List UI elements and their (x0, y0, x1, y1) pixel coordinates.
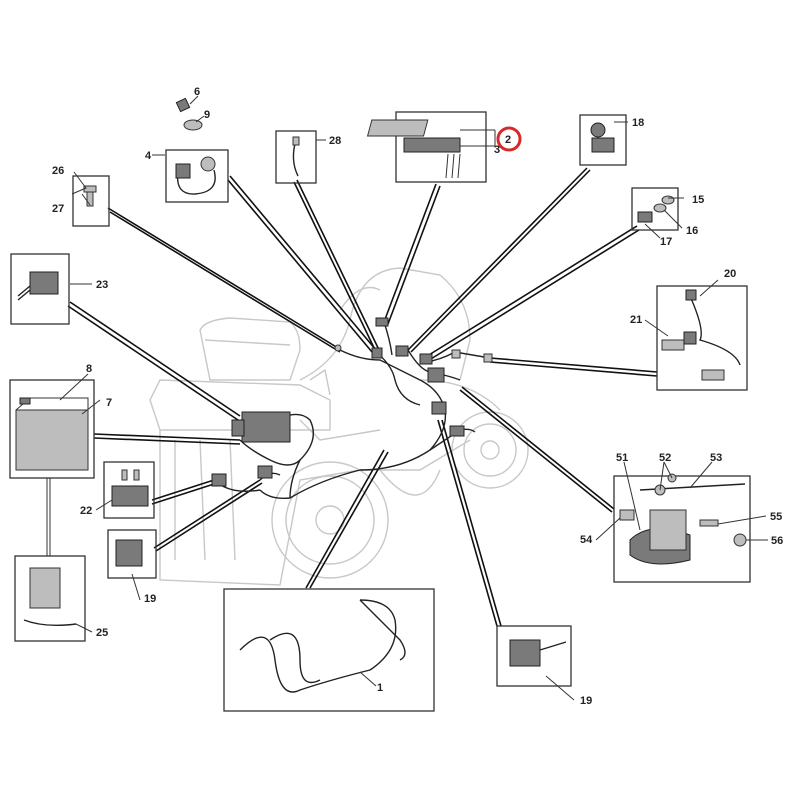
central-harness (211, 317, 493, 500)
detail-box-screw (72, 175, 110, 227)
label-part-54: 54 (580, 534, 593, 546)
label-part-20: 20 (724, 268, 736, 280)
label-part-25: 25 (96, 627, 108, 639)
label-part-19b: 19 (580, 695, 592, 707)
label-part-7: 7 (106, 397, 112, 409)
label-part-51: 51 (616, 452, 628, 464)
label-part-8: 8 (86, 363, 92, 375)
label-part-4: 4 (145, 150, 152, 162)
tractor-outline (149, 267, 529, 586)
label-part-6: 6 (194, 86, 200, 98)
detail-box-relay-22 (103, 461, 155, 519)
label-part-17: 17 (660, 236, 672, 248)
label-part-2: 2 (505, 134, 511, 146)
label-part-21: 21 (630, 314, 642, 326)
label-part-16: 16 (686, 225, 698, 237)
label-part-18: 18 (632, 117, 644, 129)
detail-box-charger (14, 555, 86, 642)
detail-box-module (366, 111, 495, 183)
label-part-22: 22 (80, 505, 92, 517)
label-part-53: 53 (710, 452, 722, 464)
label-part-9: 9 (204, 109, 210, 121)
detail-box-switch-18 (579, 114, 627, 166)
label-leaders (59, 95, 768, 701)
detail-box-connectors-15-17 (631, 187, 679, 231)
detail-box-battery (9, 379, 95, 479)
detail-box-wire (275, 130, 317, 184)
callout-labels: 1 2 3 4 6 7 8 9 15 16 17 18 19 19 20 21 … (52, 86, 783, 707)
connection-lines (46, 167, 658, 627)
detail-box-switch-23 (10, 253, 70, 325)
highlight-ring (496, 126, 522, 152)
detail-box-switch-19a (107, 529, 157, 579)
label-part-28: 28 (329, 135, 341, 147)
label-part-19a: 19 (144, 593, 156, 605)
label-part-56: 56 (771, 535, 783, 547)
label-part-27: 27 (52, 203, 64, 215)
label-part-1: 1 (377, 682, 383, 694)
label-part-3: 3 (494, 144, 500, 156)
label-part-55: 55 (770, 511, 782, 523)
label-part-15: 15 (692, 194, 704, 206)
label-part-23: 23 (96, 279, 108, 291)
label-part-26: 26 (52, 165, 64, 177)
detail-box-harness (223, 588, 435, 712)
label-part-52: 52 (659, 452, 671, 464)
detail-box-solenoid (613, 473, 751, 583)
detail-box-ignition (165, 97, 229, 203)
detail-box-switch-19b (496, 625, 572, 687)
detail-box-lights (656, 285, 748, 391)
